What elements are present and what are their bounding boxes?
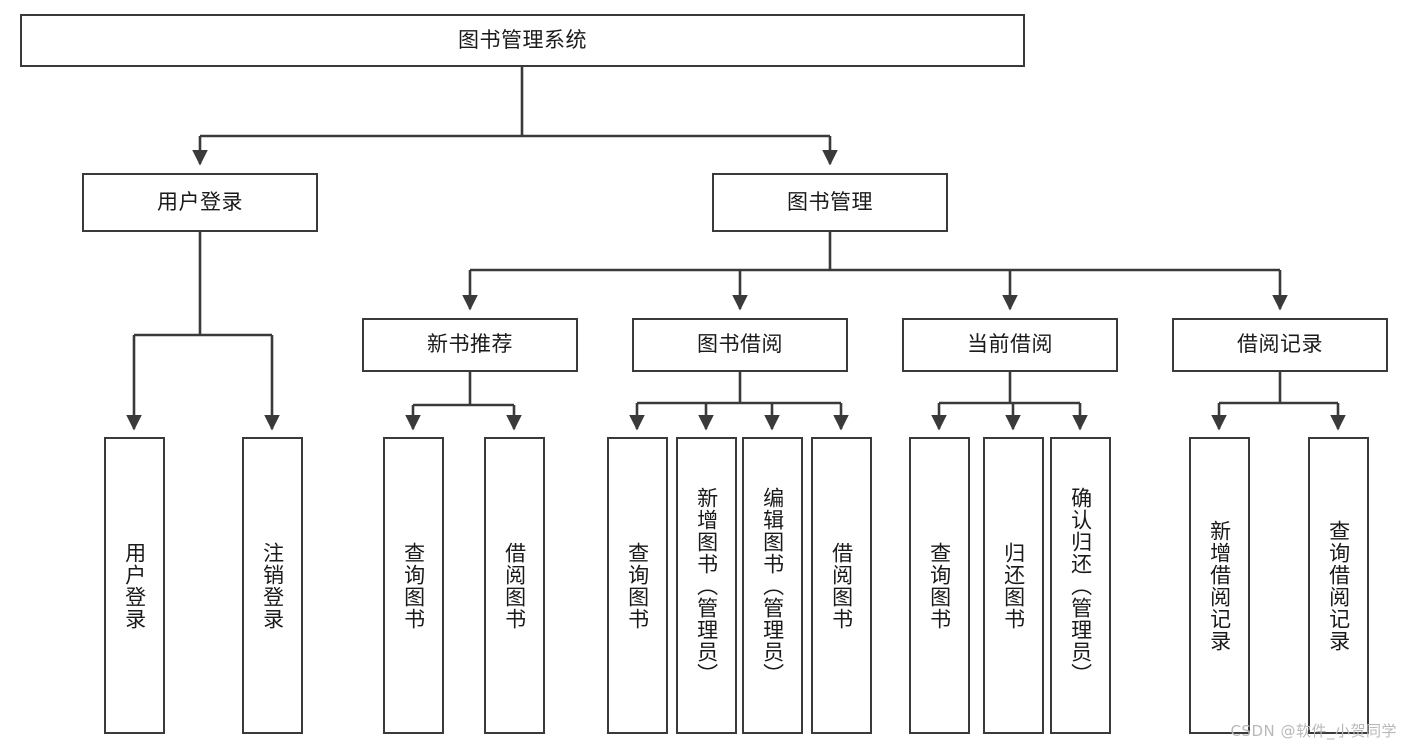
leaf-add-book-admin-label: 新增图书（管理员） [694, 486, 719, 685]
leaf-confirm-return-admin[interactable]: 确认归还（管理员） [1050, 437, 1111, 734]
node-new-book-recommend[interactable]: 新书推荐 [362, 318, 578, 372]
leaf-borrow-book[interactable]: 借阅图书 [811, 437, 872, 734]
node-book-borrow[interactable]: 图书借阅 [632, 318, 848, 372]
node-current-borrow-label: 当前借阅 [967, 332, 1053, 357]
leaf-query-borrow-record-label: 查询借阅记录 [1326, 519, 1351, 652]
node-new-book-recommend-label: 新书推荐 [427, 332, 513, 357]
leaf-query-book-newbook-label: 查询图书 [401, 541, 426, 630]
leaf-borrow-book-newbook[interactable]: 借阅图书 [484, 437, 545, 734]
leaf-user-login-label: 用户登录 [122, 541, 147, 630]
leaf-confirm-return-admin-label: 确认归还（管理员） [1068, 486, 1093, 685]
node-root-label: 图书管理系统 [458, 27, 587, 52]
leaf-logout-label: 注销登录 [260, 541, 285, 630]
node-current-borrow[interactable]: 当前借阅 [902, 318, 1118, 372]
leaf-return-book-label: 归还图书 [1001, 541, 1026, 630]
node-borrow-record[interactable]: 借阅记录 [1172, 318, 1388, 372]
leaf-user-login[interactable]: 用户登录 [104, 437, 165, 734]
leaf-return-book[interactable]: 归还图书 [983, 437, 1044, 734]
leaf-query-book-borrow-label: 查询图书 [625, 541, 650, 630]
leaf-borrow-book-newbook-label: 借阅图书 [502, 541, 527, 630]
node-book-management-label: 图书管理 [787, 189, 873, 214]
leaf-logout[interactable]: 注销登录 [242, 437, 303, 734]
leaf-edit-book-admin[interactable]: 编辑图书（管理员） [742, 437, 803, 734]
leaf-borrow-book-label: 借阅图书 [829, 541, 854, 630]
leaf-query-book-current-label: 查询图书 [927, 541, 952, 630]
leaf-query-borrow-record[interactable]: 查询借阅记录 [1308, 437, 1369, 734]
node-book-management[interactable]: 图书管理 [712, 173, 948, 232]
leaf-query-book-current[interactable]: 查询图书 [909, 437, 970, 734]
leaf-query-book-borrow[interactable]: 查询图书 [607, 437, 668, 734]
node-user-login-label: 用户登录 [157, 189, 243, 214]
node-user-login[interactable]: 用户登录 [82, 173, 318, 232]
leaf-add-borrow-record-label: 新增借阅记录 [1207, 519, 1232, 652]
node-root[interactable]: 图书管理系统 [20, 14, 1025, 67]
node-borrow-record-label: 借阅记录 [1237, 332, 1323, 357]
leaf-add-book-admin[interactable]: 新增图书（管理员） [676, 437, 737, 734]
node-book-borrow-label: 图书借阅 [697, 332, 783, 357]
leaf-edit-book-admin-label: 编辑图书（管理员） [760, 486, 785, 685]
watermark: CSDN @软件_小贺同学 [1230, 722, 1397, 740]
leaf-query-book-newbook[interactable]: 查询图书 [383, 437, 444, 734]
leaf-add-borrow-record[interactable]: 新增借阅记录 [1189, 437, 1250, 734]
